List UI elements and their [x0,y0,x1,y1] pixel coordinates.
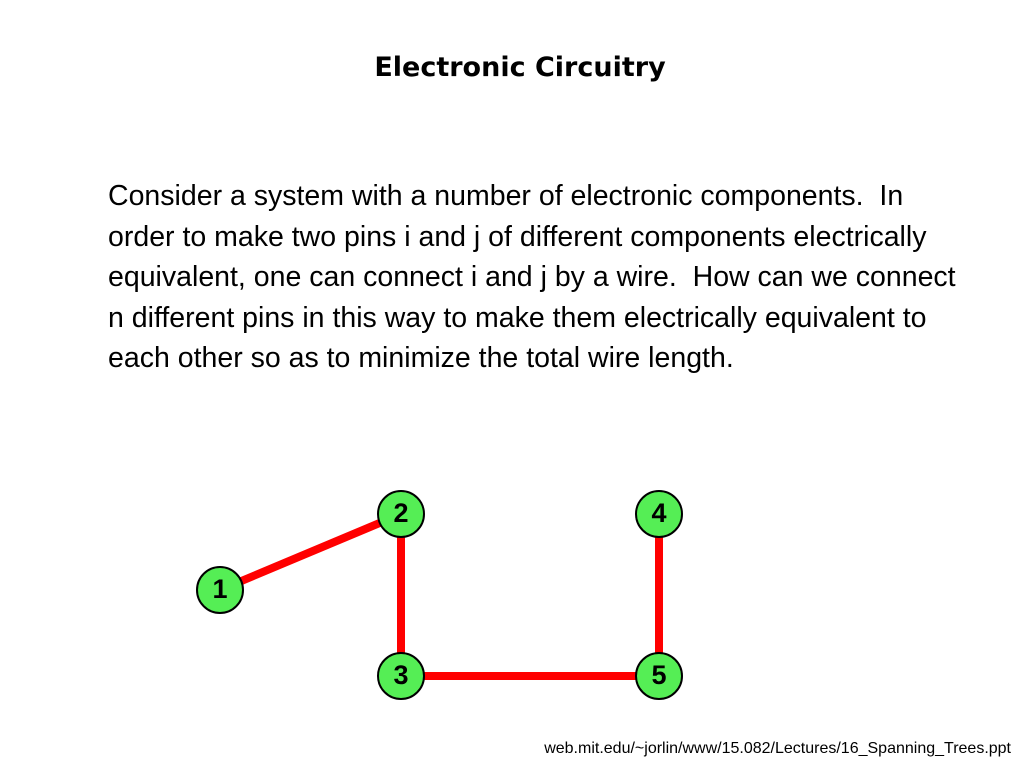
pin-node-circle [635,652,683,700]
slide-title: Electronic Circuitry [374,52,666,83]
pin-node-circle [635,490,683,538]
wire-edge-1-2 [218,510,403,594]
footer-source-url: web.mit.edu/~jorlin/www/15.082/Lectures/… [544,740,1011,757]
pin-node-2: 2 [377,490,425,538]
edges-layer [218,510,663,680]
pin-node-circle [377,490,425,538]
pin-node-label: 2 [393,498,408,528]
pin-node-label: 4 [651,498,666,528]
pin-node-circle [377,652,425,700]
pin-node-3: 3 [377,652,425,700]
pin-node-5: 5 [635,652,683,700]
pin-node-circle [196,566,244,614]
pin-node-label: 1 [212,574,227,604]
pin-node-4: 4 [635,490,683,538]
nodes-layer: 1 2 3 4 5 [196,490,683,700]
pin-node-label: 3 [393,660,408,690]
pin-node-1: 1 [196,566,244,614]
problem-description: Consider a system with a number of elect… [108,180,964,374]
pin-node-label: 5 [651,660,666,690]
